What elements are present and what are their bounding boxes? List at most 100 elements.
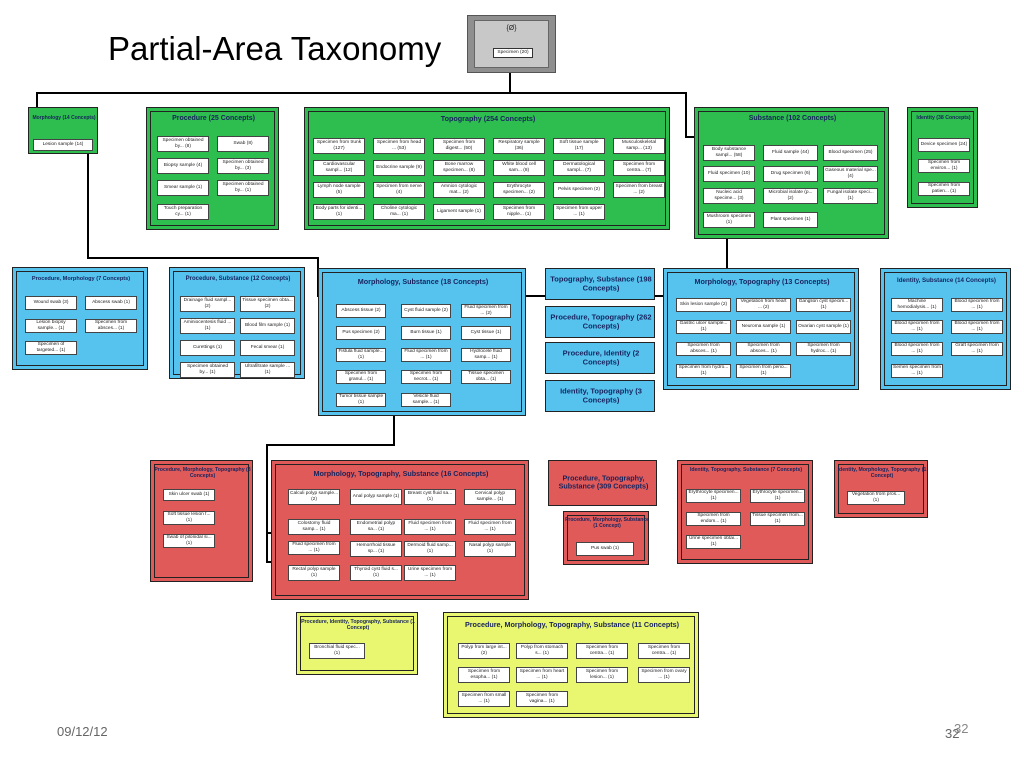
concept-box[interactable]: Lymph node sample (5) bbox=[313, 182, 365, 198]
concept-box[interactable]: Mushroom specimen (1) bbox=[703, 212, 755, 228]
area-identtopo[interactable]: Identity, Topography (3 Concepts) bbox=[545, 380, 655, 412]
concept-box[interactable]: Blood specimen from ... (1) bbox=[951, 320, 1003, 334]
concept-box[interactable]: Fluid sample (44) bbox=[763, 145, 818, 161]
concept-box[interactable]: Fluid specimen from ... (1) bbox=[404, 519, 456, 535]
root-concept[interactable]: Specimen (20) bbox=[493, 48, 533, 58]
concept-box[interactable]: Polyp from stomach s... (1) bbox=[516, 643, 568, 659]
area-proc[interactable]: Procedure (25 Concepts)Specimen obtained… bbox=[146, 107, 279, 230]
area-imt[interactable]: Identity, Morphology, Topography (1 Conc… bbox=[834, 460, 928, 518]
area-pms[interactable]: Procedure, Morphology, Substance (1 Conc… bbox=[563, 511, 649, 565]
concept-box[interactable]: Specimen obtained by... (1) bbox=[180, 362, 235, 378]
area-morphsubst[interactable]: Morphology, Substance (18 Concepts)Absce… bbox=[318, 268, 526, 416]
concept-box[interactable]: Specimen of targeted... (1) bbox=[25, 341, 77, 355]
concept-box[interactable]: Blood specimen from ... (1) bbox=[891, 342, 943, 356]
concept-box[interactable]: Specimen from nerve (4) bbox=[373, 182, 425, 198]
concept-box[interactable]: Specimen from centra... (1) bbox=[576, 643, 628, 659]
concept-box[interactable]: Swab (8) bbox=[217, 136, 269, 152]
concept-box[interactable]: Erythrocyte specimen... (2) bbox=[493, 182, 545, 198]
area-pmts[interactable]: Procedure, Morphology, Topography, Subst… bbox=[443, 612, 699, 718]
concept-box[interactable]: Colostomy fluid samp... (1) bbox=[288, 519, 340, 535]
concept-box[interactable]: Fluid specimen from ... (1) bbox=[464, 519, 516, 535]
concept-box[interactable]: Specimen from centra... (1) bbox=[638, 643, 690, 659]
concept-box[interactable]: Gastric ulcer sample... (1) bbox=[676, 320, 731, 334]
concept-box[interactable]: Tissue specimen obta... (2) bbox=[240, 296, 295, 312]
concept-box[interactable]: Specimen from upper ... (1) bbox=[553, 204, 605, 220]
concept-box[interactable]: Specimen from hydroc... (1) bbox=[796, 342, 851, 356]
concept-box[interactable]: Specimen from nipple... (1) bbox=[493, 204, 545, 220]
area-proctopo[interactable]: Procedure, Topography (262 Concepts) bbox=[545, 306, 655, 338]
concept-box[interactable]: Vegetation from pros... (1) bbox=[847, 491, 905, 505]
concept-box[interactable]: Specimen from trunk (127) bbox=[313, 138, 365, 154]
concept-box[interactable]: Dermatological sampl... (7) bbox=[553, 160, 605, 176]
concept-box[interactable]: Urine specimen from ... (1) bbox=[404, 565, 456, 581]
concept-box[interactable]: Machine hemodialysis... (1) bbox=[891, 298, 943, 312]
concept-box[interactable]: Erythrocyte specimen... (1) bbox=[686, 489, 741, 503]
concept-box[interactable]: Specimen from endom... (1) bbox=[686, 512, 741, 526]
concept-box[interactable]: Nasal polyp sample (1) bbox=[464, 541, 516, 557]
concept-box[interactable]: Blood specimen from ... (1) bbox=[951, 298, 1003, 312]
concept-box[interactable]: Specimen from esopha... (1) bbox=[458, 667, 510, 683]
concept-box[interactable]: Abscess swab (1) bbox=[85, 296, 137, 310]
concept-box[interactable]: Fistula fluid sample... (1) bbox=[336, 348, 386, 362]
concept-box[interactable]: Cardiovascular sampl... (12) bbox=[313, 160, 365, 176]
concept-box[interactable]: Pus specimen (2) bbox=[336, 326, 386, 340]
concept-box[interactable]: Cyst tissue (1) bbox=[461, 326, 511, 340]
concept-box[interactable]: Nucleic acid specime... (3) bbox=[703, 188, 755, 204]
area-procsubst[interactable]: Procedure, Substance (12 Concepts)Draina… bbox=[169, 267, 305, 379]
concept-box[interactable]: Specimen obtained by... (3) bbox=[217, 158, 269, 174]
area-mts[interactable]: Morphology, Topography, Substance (16 Co… bbox=[271, 460, 529, 600]
concept-box[interactable]: Bronchial fluid spec... (1) bbox=[309, 643, 365, 659]
area-topsubst[interactable]: Topography, Substance (198 Concepts) bbox=[545, 268, 655, 300]
concept-box[interactable]: Breast cyst fluid sa... (1) bbox=[404, 489, 456, 505]
concept-box[interactable]: Specimen from absces... (1) bbox=[676, 342, 731, 356]
concept-box[interactable]: Blood specimen from ... (1) bbox=[891, 320, 943, 334]
concept-box[interactable]: Swab of pilonidal si... (1) bbox=[163, 534, 215, 548]
area-pts[interactable]: Procedure, Topography, Substance (309 Co… bbox=[548, 460, 657, 506]
concept-box[interactable]: Bone marrow specimen... (8) bbox=[433, 160, 485, 176]
area-its[interactable]: Identity, Topography, Substance (7 Conce… bbox=[677, 460, 813, 564]
concept-box[interactable]: Fluid specimen (10) bbox=[703, 166, 755, 182]
root-node[interactable]: {Ø} Specimen (20) bbox=[467, 15, 556, 73]
concept-box[interactable]: Graft specimen from ... (1) bbox=[951, 342, 1003, 356]
concept-box[interactable]: Drug specimen (6) bbox=[763, 166, 818, 182]
area-procident[interactable]: Procedure, Identity (2 Concepts) bbox=[545, 342, 655, 374]
concept-box[interactable]: Microbial isolate (p... (2) bbox=[763, 188, 818, 204]
concept-box[interactable]: Device specimen (24) bbox=[918, 138, 970, 152]
concept-box[interactable]: White blood cell sam... (8) bbox=[493, 160, 545, 176]
concept-box[interactable]: Body parts for identi... (1) bbox=[313, 204, 365, 220]
concept-box[interactable]: Lesion sample (14) bbox=[33, 139, 93, 151]
concept-box[interactable]: Neuroma sample (1) bbox=[736, 320, 791, 334]
area-topo[interactable]: Topography (254 Concepts)Specimen from t… bbox=[304, 107, 670, 230]
concept-box[interactable]: Specimen from breast ... (2) bbox=[613, 182, 665, 198]
concept-box[interactable]: Skin lesion sample (2) bbox=[676, 298, 731, 312]
concept-box[interactable]: Tissue specimen from... (1) bbox=[750, 512, 805, 526]
concept-box[interactable]: Rectal polyp sample (1) bbox=[288, 565, 340, 581]
concept-box[interactable]: Fluid specimen from ... (1) bbox=[401, 348, 451, 362]
concept-box[interactable]: Specimen from vagina... (1) bbox=[516, 691, 568, 707]
area-subst[interactable]: Substance (102 Concepts)Body substance s… bbox=[694, 107, 889, 239]
concept-box[interactable]: Cyst fluid sample (2) bbox=[401, 304, 451, 318]
concept-box[interactable]: Tissue specimen obta... (1) bbox=[461, 370, 511, 384]
concept-box[interactable]: Burn tissue (1) bbox=[401, 326, 451, 340]
concept-box[interactable]: Specimen from environ... (1) bbox=[918, 159, 970, 173]
concept-box[interactable]: Ganglion cyst specim... (1) bbox=[796, 298, 851, 312]
concept-box[interactable]: Specimen from head ... (53) bbox=[373, 138, 425, 154]
concept-box[interactable]: Thyroid cyst fluid s... (1) bbox=[350, 565, 402, 581]
concept-box[interactable]: Specimen from absces... (1) bbox=[85, 319, 137, 333]
area-identsubst[interactable]: Identity, Substance (14 Concepts)Machine… bbox=[880, 268, 1011, 390]
concept-box[interactable]: Specimen from lesion... (1) bbox=[576, 667, 628, 683]
concept-box[interactable]: Gaseous material spe... (4) bbox=[823, 166, 878, 182]
concept-box[interactable]: Specimen from absces... (1) bbox=[736, 342, 791, 356]
concept-box[interactable]: Wound swab (3) bbox=[25, 296, 77, 310]
concept-box[interactable]: Specimen from hydro... (1) bbox=[676, 364, 731, 378]
concept-box[interactable]: Ovarian cyst sample (1) bbox=[796, 320, 851, 334]
concept-box[interactable]: Blood film sample (1) bbox=[240, 318, 295, 334]
concept-box[interactable]: Fungal isolate speci... (1) bbox=[823, 188, 878, 204]
concept-box[interactable]: Specimen from centra... (7) bbox=[613, 160, 665, 176]
concept-box[interactable]: Specimen from small ... (1) bbox=[458, 691, 510, 707]
concept-box[interactable]: Vesicle fluid sample... (1) bbox=[401, 393, 451, 407]
concept-box[interactable]: Cervical polyp sample... (1) bbox=[464, 489, 516, 505]
concept-box[interactable]: Biopsy sample (4) bbox=[157, 158, 209, 174]
concept-box[interactable]: Abscess tissue (2) bbox=[336, 304, 386, 318]
concept-box[interactable]: Aminiocentesis fluid ... (1) bbox=[180, 318, 235, 334]
